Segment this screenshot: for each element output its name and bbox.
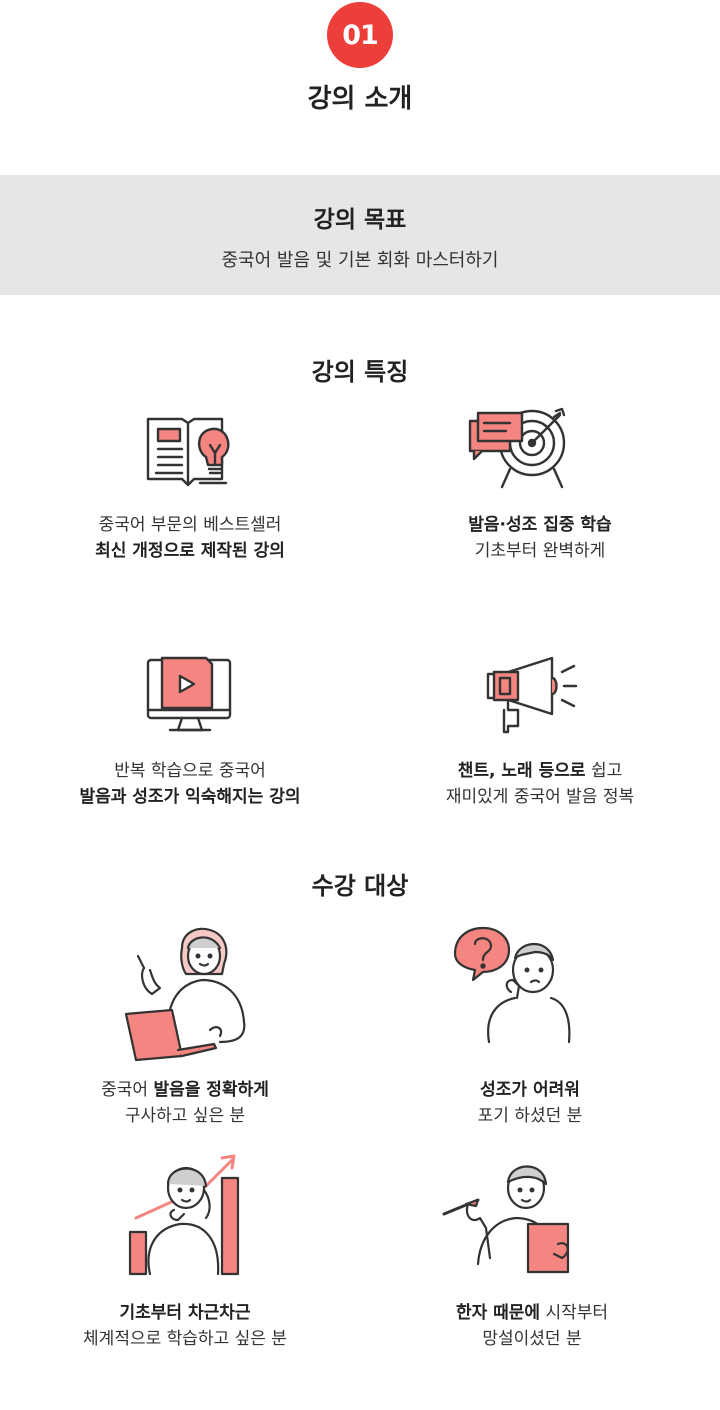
target-4-line1: 시작부터 [540, 1303, 609, 1323]
target-2-line1-bold: 성조가 어려워 [480, 1080, 580, 1100]
page-title: 강의 소개 [307, 84, 413, 114]
target-1-line1-bold: 발음을 정확하게 [153, 1080, 269, 1100]
feature-3-line1: 반복 학습으로 중국어 [114, 761, 266, 781]
feature-caption-4: 챈트, 노래 등으로 쉽고 재미있게 중국어 발음 정복 [370, 758, 710, 810]
man-pen-notepad-icon [440, 1148, 590, 1280]
target-4-line1-bold: 한자 때문에 [455, 1303, 541, 1323]
book-lightbulb-icon [130, 405, 250, 505]
target-speech-icon [460, 405, 580, 505]
target-1-line1: 중국어 [101, 1080, 154, 1100]
target-1-line2: 구사하고 싶은 분 [124, 1106, 246, 1126]
target-caption-3: 기초부터 차근차근 체계적으로 학습하고 싶은 분 [15, 1300, 355, 1352]
monitor-video-icon [130, 650, 250, 750]
section-number-badge: 01 [327, 2, 393, 68]
target-3-line1-bold: 기초부터 차근차근 [119, 1303, 251, 1323]
feature-caption-1: 중국어 부문의 베스트셀러 최신 개정으로 제작된 강의 [20, 512, 360, 564]
targets-title: 수강 대상 [311, 872, 409, 900]
megaphone-icon [472, 650, 592, 750]
target-caption-2: 성조가 어려워 포기 하셨던 분 [360, 1077, 700, 1129]
feature-3-line2-bold: 발음과 성조가 익숙해지는 강의 [79, 787, 301, 807]
feature-4-line1: 쉽고 [585, 761, 623, 781]
target-4-line2: 망설이셨던 분 [482, 1329, 582, 1349]
goal-text: 중국어 발음 및 기본 회화 마스터하기 [221, 250, 499, 271]
target-caption-4: 한자 때문에 시작부터 망설이셨던 분 [362, 1300, 702, 1352]
feature-2-line1-bold: 발음·성조 집중 학습 [468, 515, 612, 535]
feature-caption-3: 반복 학습으로 중국어 발음과 성조가 익숙해지는 강의 [20, 758, 360, 810]
target-caption-1: 중국어 발음을 정확하게 구사하고 싶은 분 [15, 1077, 355, 1129]
feature-2-line2: 기초부터 완벽하게 [474, 541, 606, 561]
target-3-line2: 체계적으로 학습하고 싶은 분 [83, 1329, 287, 1349]
woman-laptop-icon [120, 918, 260, 1068]
man-question-icon [445, 918, 585, 1068]
feature-caption-2: 발음·성조 집중 학습 기초부터 완벽하게 [370, 512, 710, 564]
feature-1-line2-bold: 최신 개정으로 제작된 강의 [95, 541, 285, 561]
target-2-line2: 포기 하셨던 분 [477, 1106, 583, 1126]
feature-4-line1-bold: 챈트, 노래 등으로 [457, 761, 586, 781]
goal-band [0, 175, 720, 295]
woman-growth-chart-icon [120, 1148, 260, 1280]
goal-title: 강의 목표 [313, 207, 407, 233]
feature-1-line1: 중국어 부문의 베스트셀러 [98, 515, 282, 535]
feature-4-line2: 재미있게 중국어 발음 정복 [445, 787, 635, 807]
features-title: 강의 특징 [311, 358, 409, 386]
